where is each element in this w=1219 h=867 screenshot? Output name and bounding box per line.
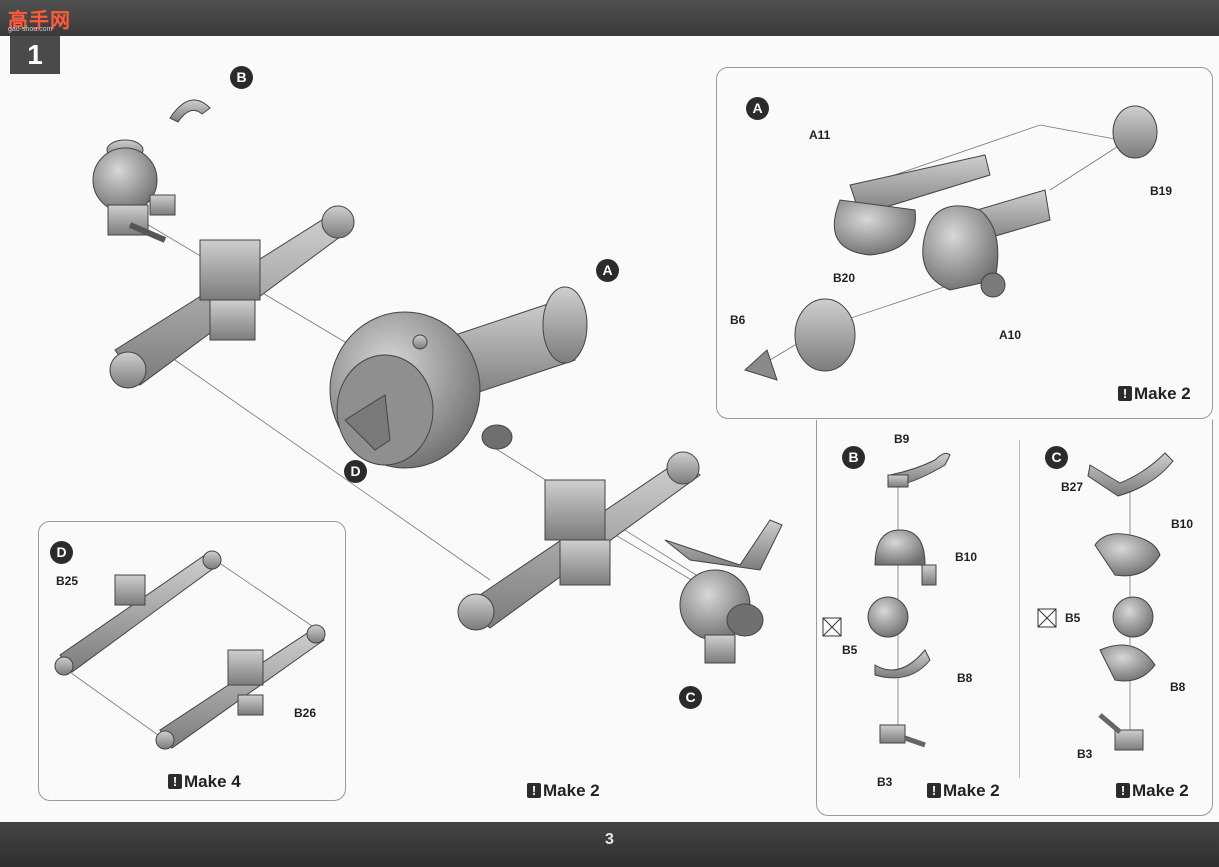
part-label-b10-c: B10 <box>1171 517 1194 531</box>
part-label-b19: B19 <box>1150 184 1173 198</box>
part-label-b10: B10 <box>955 550 978 564</box>
part-label-b3-c: B3 <box>1077 747 1093 761</box>
left-steering-knuckle <box>92 99 211 243</box>
no-glue-icon <box>1037 608 1057 628</box>
panel-b-badge: B <box>842 446 865 469</box>
callout-c: C <box>679 686 702 709</box>
exclamation-icon: ! <box>1118 386 1132 401</box>
step-number: 1 <box>10 36 60 74</box>
panel-c-make-note: !Make 2 <box>1116 781 1189 801</box>
panel-a-parts <box>744 105 1158 381</box>
part-label-a10: A10 <box>999 328 1022 342</box>
exclamation-icon: ! <box>168 774 182 789</box>
part-label-b25: B25 <box>56 574 79 588</box>
part-label-b8-c: B8 <box>1170 680 1186 694</box>
page-number: 3 <box>605 831 614 848</box>
right-leaf-spring <box>457 451 701 631</box>
callout-b: B <box>230 66 253 89</box>
part-label-b3: B3 <box>877 775 893 789</box>
part-label-b20: B20 <box>833 271 856 285</box>
exclamation-icon: ! <box>1116 783 1130 798</box>
panel-a-badge: A <box>746 97 769 120</box>
part-label-b5: B5 <box>842 643 858 657</box>
panel-a-make-note: !Make 2 <box>1118 384 1191 404</box>
left-leaf-spring <box>109 205 355 389</box>
panel-b-make-note: !Make 2 <box>927 781 1000 801</box>
site-logo: 高手网 <box>8 10 71 32</box>
bottom-bar <box>0 822 1219 867</box>
panel-d-make-note: !Make 4 <box>168 772 241 792</box>
axle-housing <box>329 286 588 469</box>
panel-d-badge: D <box>50 541 73 564</box>
part-label-b8: B8 <box>957 671 973 685</box>
panel-d-parts <box>54 550 326 750</box>
sub-assembly-panel-bc <box>816 420 1213 816</box>
part-label-b27: B27 <box>1061 480 1084 494</box>
part-label-a11: A11 <box>809 128 831 142</box>
exclamation-icon: ! <box>527 783 541 798</box>
sub-assembly-panel-d <box>38 521 346 801</box>
part-label-b6: B6 <box>730 313 746 327</box>
sub-assembly-panel-a <box>716 67 1213 419</box>
part-label-b5-c: B5 <box>1065 611 1081 625</box>
site-logo-subtext: gao-shou.com <box>8 26 53 33</box>
exclamation-icon: ! <box>927 783 941 798</box>
panel-c-parts <box>1087 452 1174 751</box>
right-steering-knuckle <box>664 519 783 664</box>
callout-a: A <box>596 259 619 282</box>
panel-divider <box>1019 440 1020 778</box>
no-glue-icon <box>822 617 842 637</box>
top-bar <box>0 0 1219 36</box>
callout-d: D <box>344 460 367 483</box>
panel-c-badge: C <box>1045 446 1068 469</box>
panel-b-parts <box>867 452 951 748</box>
main-make-note: !Make 2 <box>527 781 600 801</box>
part-label-b26: B26 <box>294 706 317 720</box>
part-label-b9: B9 <box>894 432 910 446</box>
